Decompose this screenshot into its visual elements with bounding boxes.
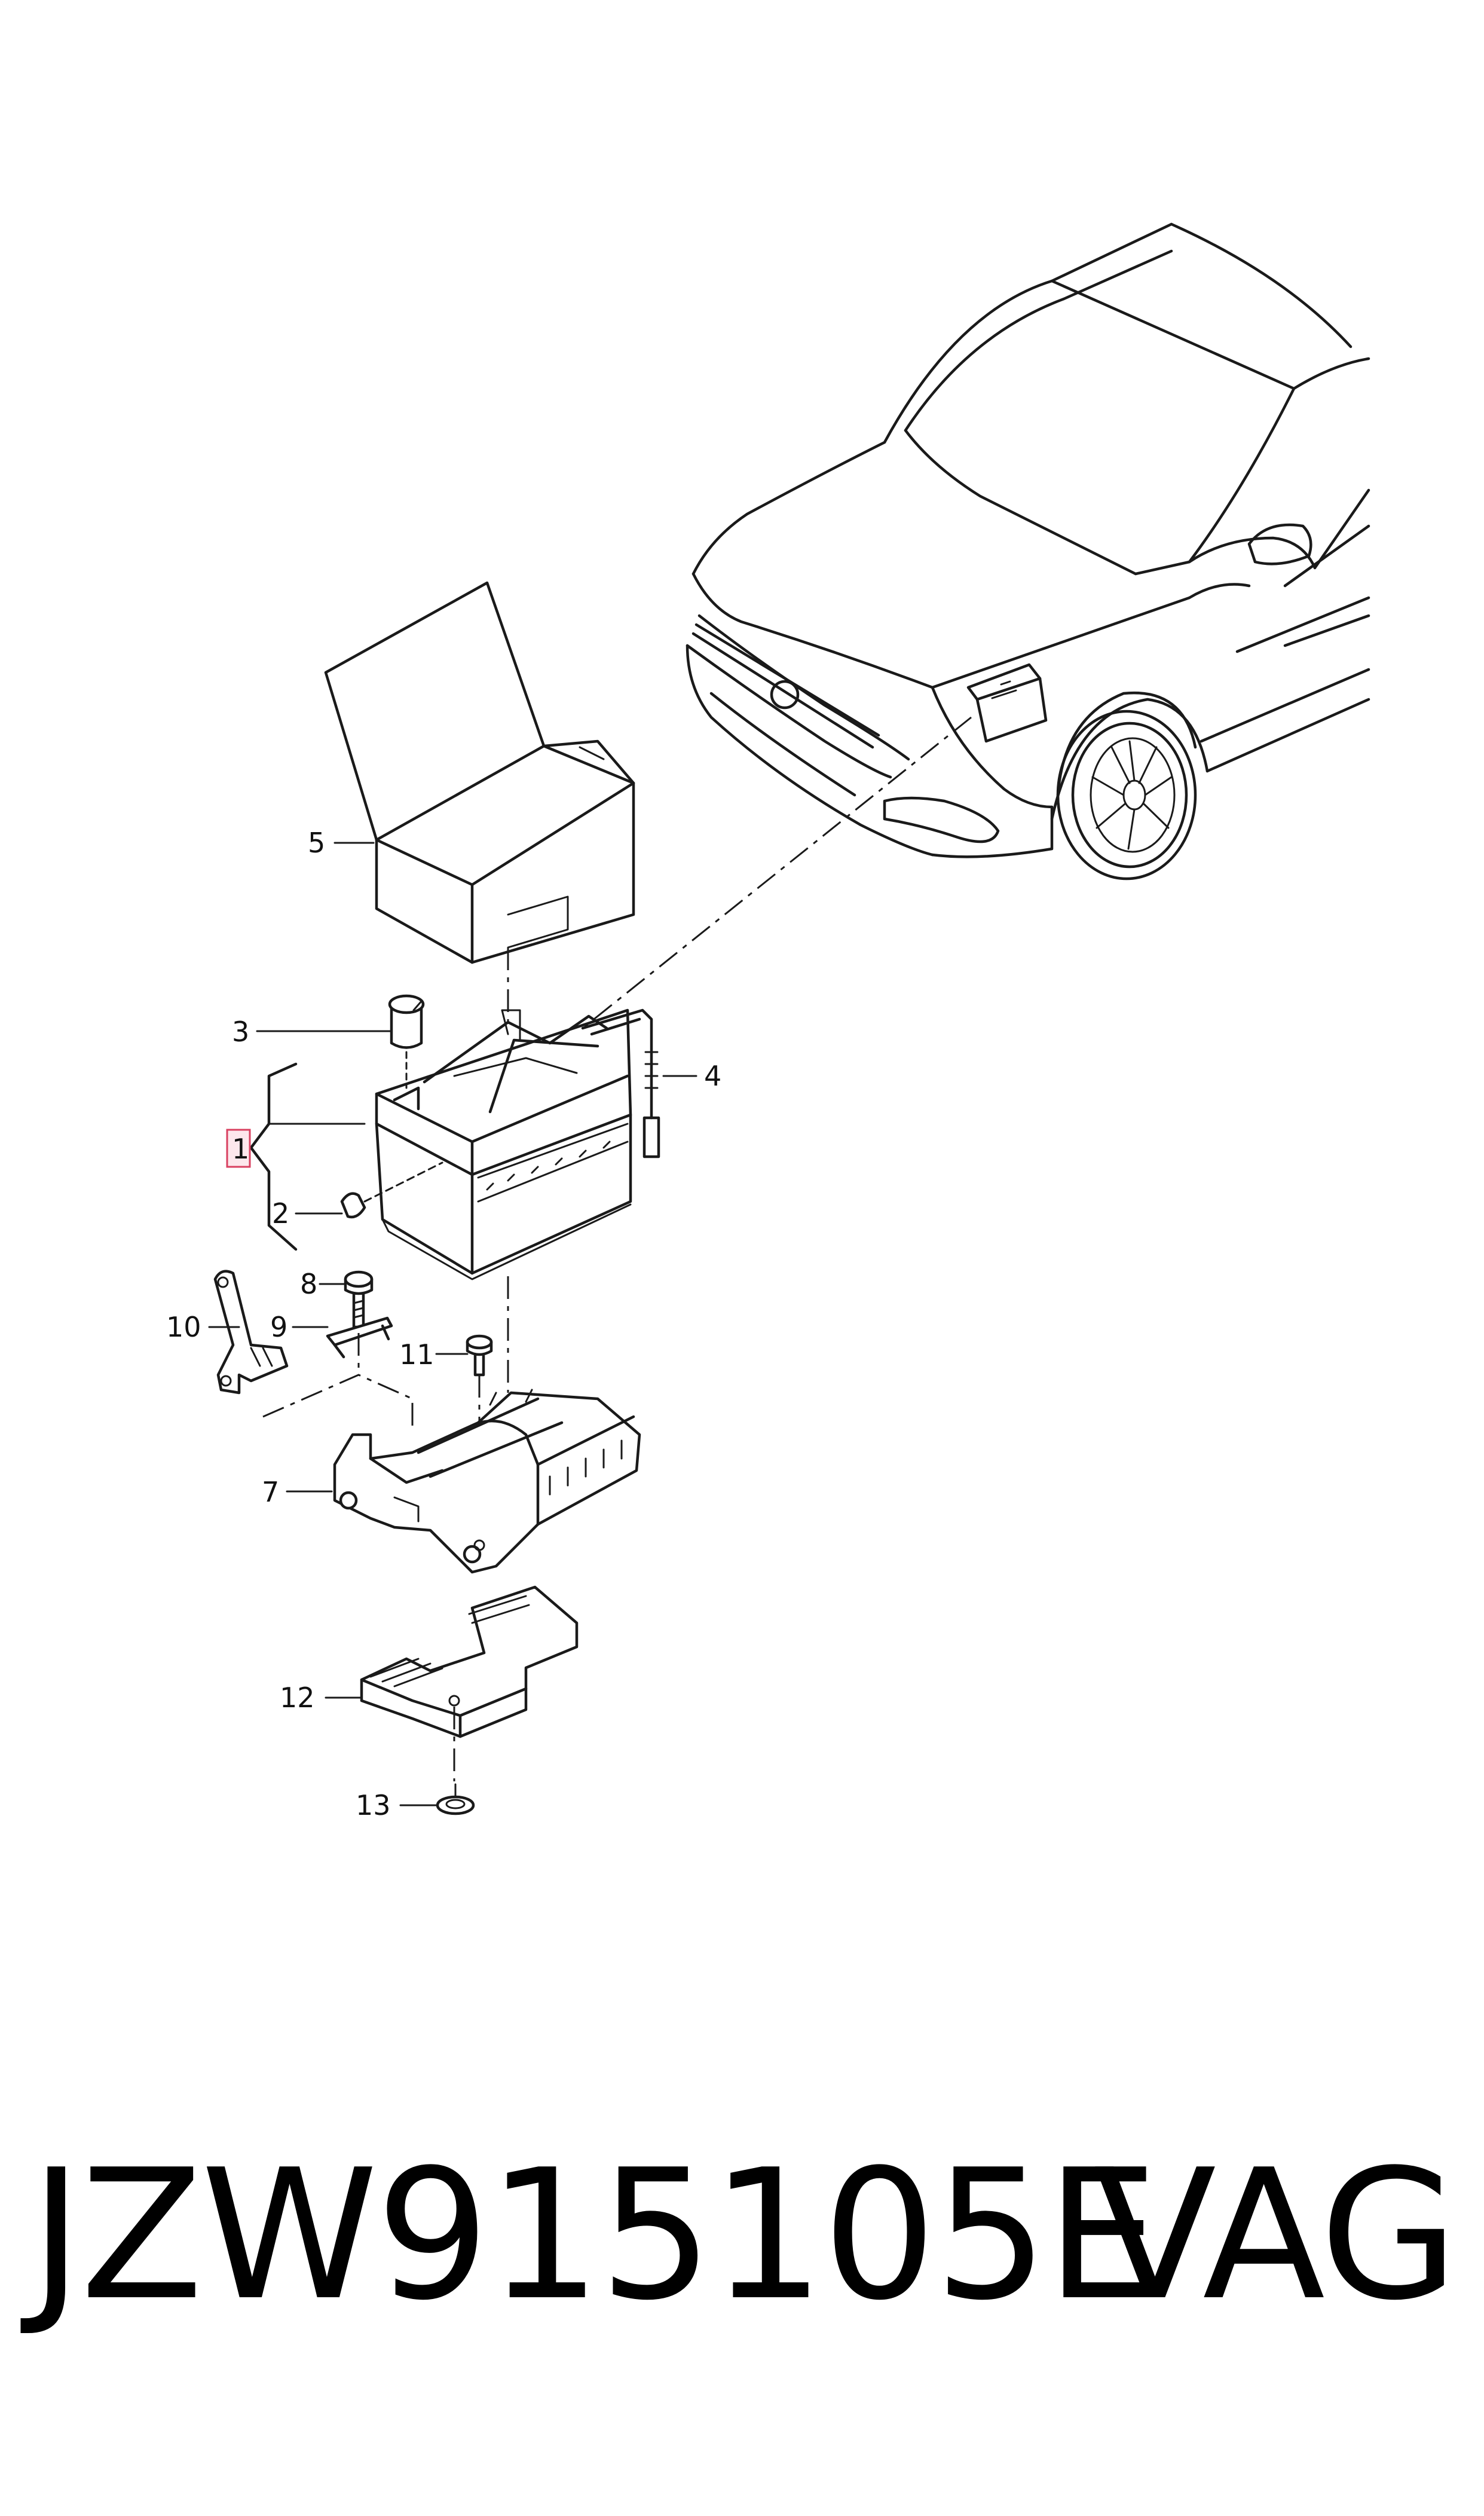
- battery-insulation-cover: [324, 581, 635, 964]
- callout-4[interactable]: 4: [704, 1060, 721, 1092]
- terminal-cap: [388, 994, 425, 1089]
- base-pad-12: [360, 1585, 579, 1781]
- battery: [375, 1008, 632, 1280]
- callout-leaders: [208, 842, 697, 1806]
- callout-1-highlight: [226, 1129, 251, 1168]
- callout-9[interactable]: 9: [270, 1311, 287, 1343]
- wheel: [1056, 710, 1197, 881]
- callout-3[interactable]: 3: [232, 1016, 249, 1048]
- grommet-13: [436, 1783, 475, 1815]
- bolt-8: [344, 1270, 374, 1329]
- plug: [340, 1161, 443, 1219]
- part-number: JZW915105E: [30, 2131, 1159, 2340]
- leader-line: [582, 716, 972, 1029]
- callout-5[interactable]: 5: [308, 827, 325, 859]
- callout-1[interactable]: 1: [232, 1133, 249, 1165]
- callout-13[interactable]: 13: [356, 1789, 391, 1821]
- callout-11[interactable]: 11: [399, 1338, 435, 1371]
- callout-10[interactable]: 10: [166, 1311, 201, 1343]
- battery-location-icon: [966, 663, 1048, 743]
- battery-tray: [333, 1389, 641, 1574]
- callout-8[interactable]: 8: [300, 1268, 317, 1300]
- vent-hose: [581, 1008, 660, 1158]
- clamp-9: [326, 1316, 393, 1359]
- brand-name: VAG: [1094, 2131, 1458, 2340]
- car-illustration: [686, 222, 1370, 881]
- holder-10: [213, 1270, 289, 1395]
- callout-2[interactable]: 2: [272, 1197, 289, 1230]
- callout-labels: 1 2 3 4 5 7 8 9 10 11 12 13: [166, 827, 721, 1821]
- callout-12[interactable]: 12: [280, 1682, 315, 1714]
- callout-7[interactable]: 7: [262, 1476, 279, 1508]
- group-bracket: [249, 1062, 298, 1251]
